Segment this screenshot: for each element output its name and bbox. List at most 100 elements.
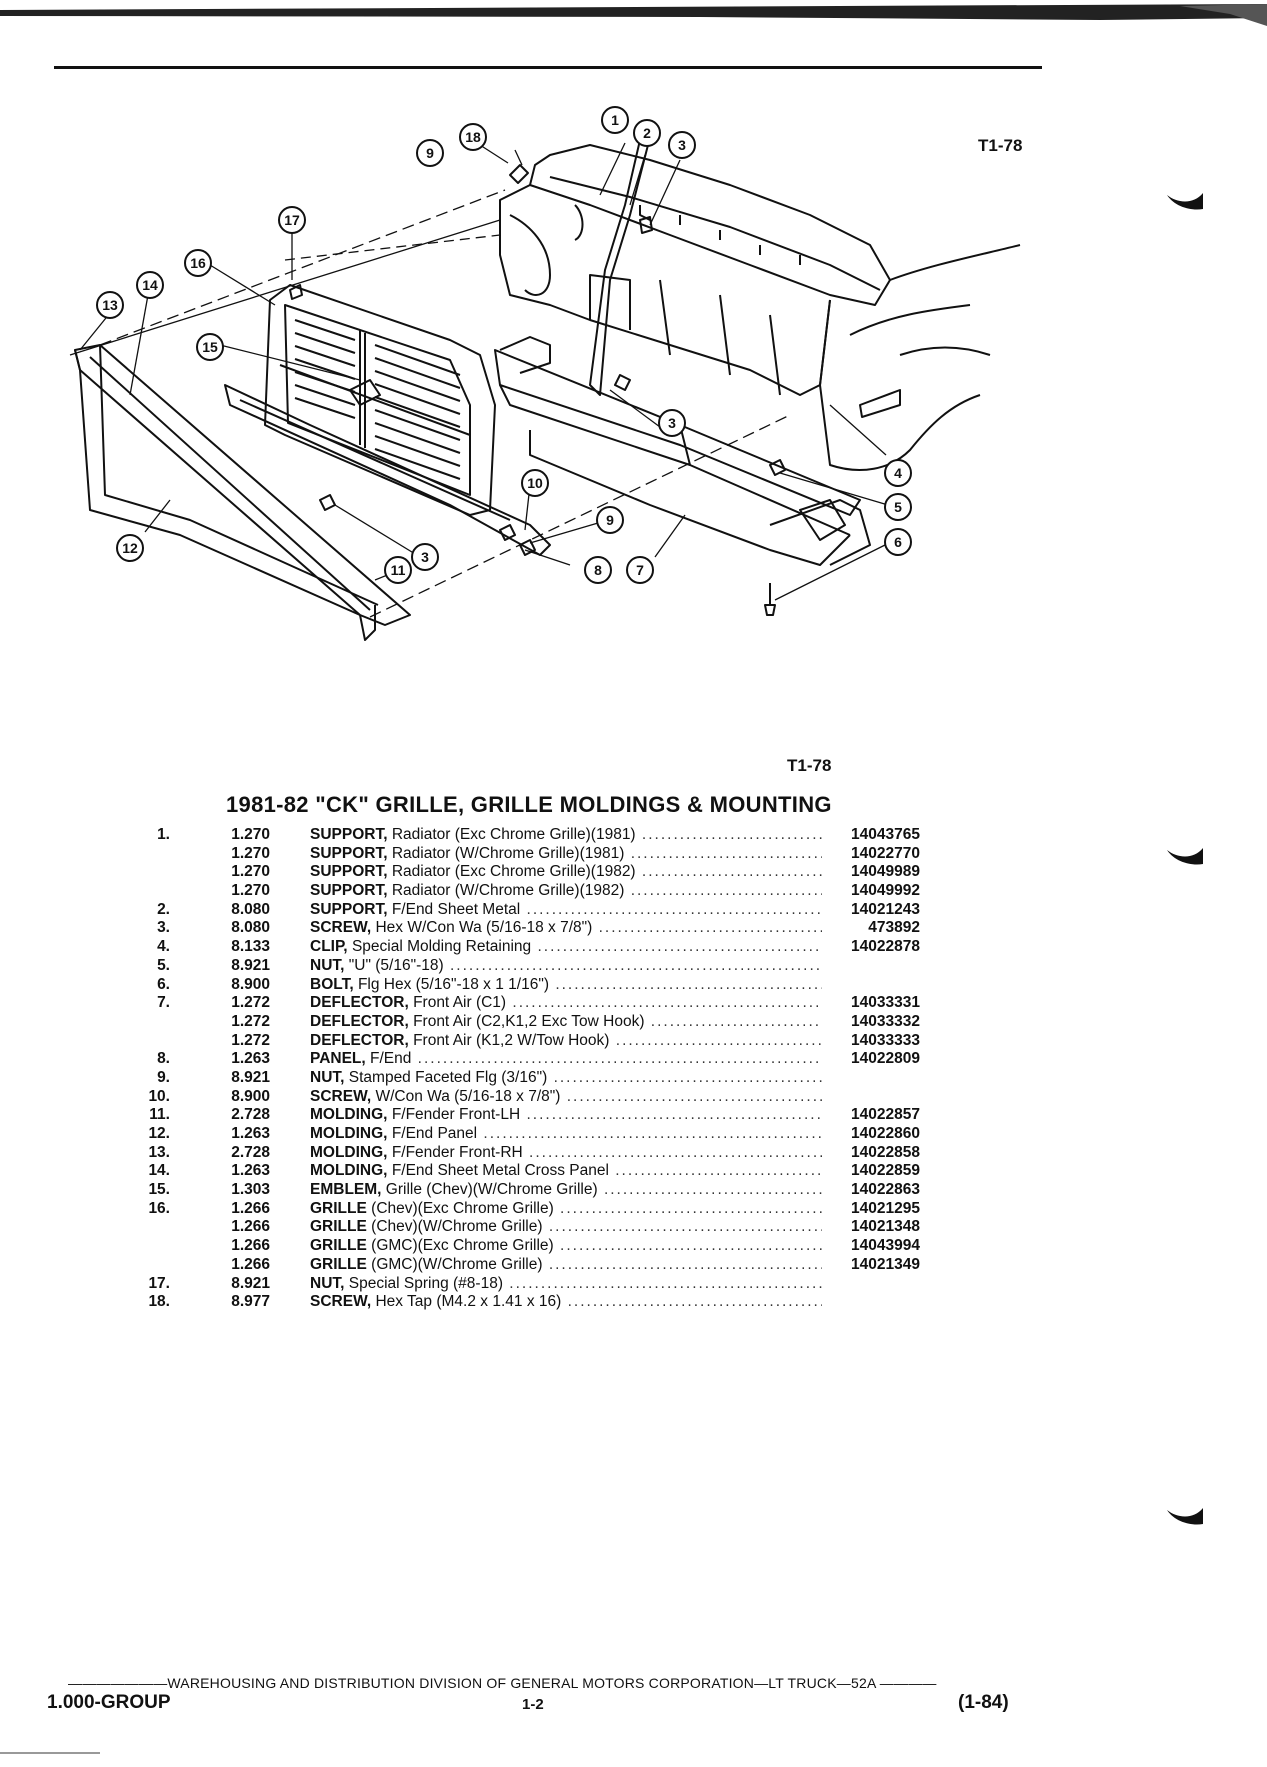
item-number: 11.	[149, 1106, 170, 1124]
part-description: MOLDING, F/End Sheet Metal Cross Panel .…	[310, 1162, 822, 1181]
svg-text:11: 11	[391, 562, 406, 578]
part-detail: Stamped Faceted Flg (3/16")	[348, 1068, 548, 1086]
air-deflector	[529, 430, 871, 566]
part-name: SUPPORT,	[310, 863, 388, 881]
group-number: 1.266	[231, 1237, 270, 1255]
leader-dots: ........................................…	[512, 994, 822, 1012]
part-detail: Front Air (C1)	[413, 994, 507, 1012]
leader-dots: ........................................…	[615, 1031, 822, 1049]
part-number: 14033332	[851, 1012, 920, 1030]
group-number: 1.266	[231, 1218, 270, 1236]
svg-text:7: 7	[636, 562, 644, 578]
group-number: 8.900	[231, 1087, 270, 1105]
leader-dots: ........................................…	[509, 1274, 822, 1292]
leader-dots: ........................................…	[598, 919, 822, 937]
parts-row: 11. 2.728 MOLDING, F/Fender Front-LH .....…	[140, 1106, 940, 1125]
part-description: NUT, Stamped Faceted Flg (3/16") .......…	[310, 1069, 822, 1088]
group-number: 1.270	[231, 844, 270, 862]
leader-dots: ........................................…	[630, 844, 822, 862]
part-number: 14021349	[851, 1255, 920, 1273]
part-description: GRILLE (GMC)(W/Chrome Grille) ..........…	[310, 1256, 822, 1275]
group-number: 8.133	[231, 938, 270, 956]
part-name: GRILLE	[310, 1218, 367, 1236]
part-description: NUT, "U" (5/16"-18) ....................…	[310, 957, 822, 976]
lower-molding	[224, 384, 551, 556]
part-name: SCREW,	[310, 1293, 372, 1311]
part-detail: (GMC)(W/Chrome Grille)	[371, 1255, 543, 1273]
svg-text:5: 5	[894, 499, 902, 515]
callout-18: 18	[459, 123, 487, 151]
part-detail: "U" (5/16"-18)	[348, 956, 444, 974]
item-number: 14.	[148, 1162, 170, 1180]
leader-dots: ........................................…	[537, 938, 822, 956]
header-rule	[54, 66, 1042, 69]
part-name: DEFLECTOR,	[310, 1031, 409, 1049]
part-number: 14049989	[851, 863, 920, 881]
group-number: 1.263	[231, 1162, 270, 1180]
callout-12: 12	[116, 534, 144, 562]
part-detail: Front Air (K1,2 W/Tow Hook)	[413, 1031, 610, 1049]
part-name: MOLDING,	[310, 1106, 388, 1124]
part-description: GRILLE (Chev)(W/Chrome Grille) .........…	[310, 1218, 822, 1237]
part-detail: F/Fender Front-LH	[391, 1106, 521, 1124]
part-name: NUT,	[310, 1068, 345, 1086]
item-number: 1.	[157, 826, 170, 843]
group-number: 2.728	[231, 1106, 270, 1124]
item-number: 10.	[148, 1087, 170, 1105]
group-number: 1.266	[231, 1255, 270, 1273]
part-detail: (GMC)(Exc Chrome Grille)	[371, 1237, 554, 1255]
footer-publisher-line: ———————WAREHOUSING AND DISTRIBUTION DIVI…	[68, 1675, 937, 1691]
part-description: GRILLE (GMC)(Exc Chrome Grille) ........…	[310, 1237, 822, 1256]
section-title: 1981-82 "CK" GRILLE, GRILLE MOLDINGS & M…	[226, 792, 832, 817]
part-detail: F/Fender Front-RH	[391, 1143, 523, 1161]
svg-text:15: 15	[202, 339, 218, 355]
leader-dots: ........................................…	[560, 1199, 822, 1217]
leader-dots: ........................................…	[603, 1181, 822, 1199]
part-number: 14022857	[851, 1106, 920, 1124]
part-detail: Hex Tap (M4.2 x 1.41 x 16)	[375, 1293, 562, 1311]
part-name: MOLDING,	[310, 1143, 388, 1161]
svg-text:2: 2	[643, 125, 651, 141]
part-description: NUT, Special Spring (#8-18) ............…	[310, 1275, 822, 1294]
svg-text:12: 12	[122, 540, 138, 556]
group-number: 1.270	[231, 863, 270, 881]
item-number: 8.	[157, 1050, 170, 1068]
group-number: 1.272	[231, 1031, 270, 1049]
part-name: NUT,	[310, 956, 345, 974]
part-detail: Flg Hex (5/16"-18 x 1 1/16")	[357, 975, 550, 993]
part-name: DEFLECTOR,	[310, 994, 409, 1012]
part-name: GRILLE	[310, 1199, 367, 1217]
part-name: GRILLE	[310, 1237, 367, 1255]
svg-text:6: 6	[894, 534, 902, 550]
leader-dots: ........................................…	[526, 1106, 822, 1124]
part-description: SUPPORT, Radiator (Exc Chrome Grille)(19…	[310, 826, 822, 845]
svg-text:8: 8	[594, 562, 602, 578]
footer-group: 1.000-GROUP	[47, 1692, 171, 1713]
leader-dots: ........................................…	[417, 1050, 822, 1068]
item-number: 6.	[157, 975, 170, 993]
end-panel	[494, 336, 861, 536]
part-number: 14022860	[851, 1125, 920, 1142]
fender	[819, 244, 1021, 471]
part-name: SUPPORT,	[310, 900, 388, 918]
part-detail: Special Spring (#8-18)	[348, 1274, 503, 1292]
part-detail: Radiator (Exc Chrome Grille)(1981)	[391, 826, 636, 843]
part-detail: (Chev)(Exc Chrome Grille)	[371, 1199, 554, 1217]
leader-dots: ........................................…	[548, 1255, 822, 1273]
leader-dots: ........................................…	[567, 1293, 822, 1311]
part-number: 14021348	[851, 1218, 920, 1236]
part-name: SCREW,	[310, 919, 372, 937]
callout-13: 13	[96, 291, 124, 319]
callout-14: 14	[136, 271, 164, 299]
group-number: 8.921	[231, 956, 270, 974]
callout-3: 3	[668, 131, 696, 159]
callout-7: 7	[626, 556, 654, 584]
svg-text:17: 17	[284, 212, 300, 228]
part-detail: Grille (Chev)(W/Chrome Grille)	[385, 1181, 598, 1199]
